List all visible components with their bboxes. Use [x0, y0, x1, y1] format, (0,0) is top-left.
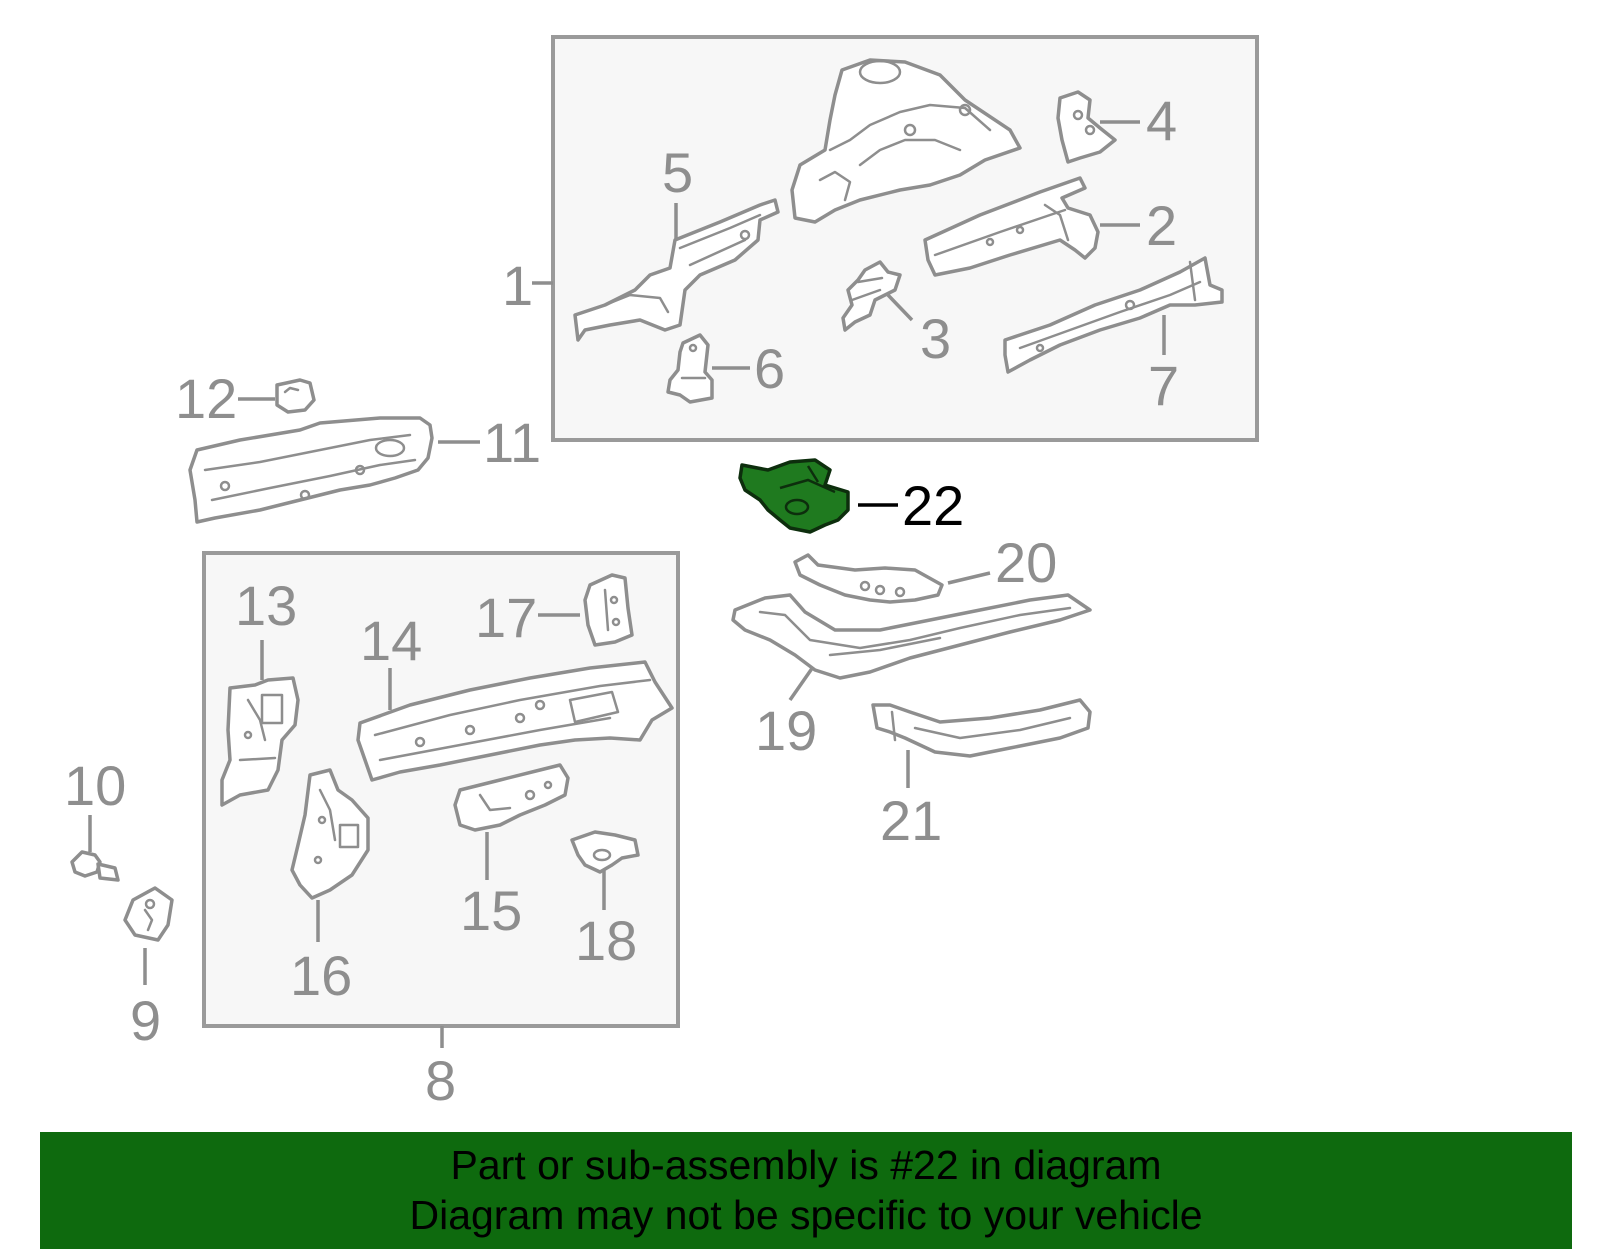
callout-22: 22 [902, 474, 964, 537]
part-7-lower-rail[interactable] [1003, 256, 1224, 374]
part-5-apron-member[interactable] [573, 198, 780, 342]
part-16-bracket[interactable] [290, 768, 370, 900]
callout-10: 10 [64, 754, 126, 817]
callout-11: 11 [483, 411, 541, 474]
callout-5: 5 [662, 141, 693, 204]
callout-8: 8 [425, 1049, 456, 1112]
part-22-highlighted[interactable] [738, 458, 850, 534]
part-12-pad[interactable] [275, 378, 316, 414]
banner-line-2: Diagram may not be specific to your vehi… [409, 1192, 1203, 1238]
callout-17: 17 [475, 586, 537, 649]
callout-20: 20 [995, 531, 1057, 594]
callout-12: 12 [175, 367, 237, 430]
callout-21: 21 [880, 789, 942, 852]
callout-15: 15 [460, 879, 522, 942]
callout-6: 6 [754, 337, 785, 400]
part-10-bolt[interactable] [70, 850, 120, 882]
part-17-bracket[interactable] [583, 573, 634, 647]
part-6-plate[interactable] [666, 333, 714, 404]
part-11-side-rail[interactable] [188, 416, 434, 524]
part-20-bracket[interactable] [793, 553, 944, 604]
part-21-member[interactable] [871, 698, 1092, 758]
callout-16: 16 [290, 944, 352, 1007]
part-2-upper-rail[interactable] [923, 176, 1100, 277]
part-19-floor-member[interactable] [731, 593, 1092, 680]
callout-19: 19 [755, 699, 817, 762]
banner-line-1: Part or sub-assembly is #22 in diagram [450, 1142, 1162, 1188]
part-18-bracket[interactable] [570, 830, 640, 874]
info-banner: Part or sub-assembly is #22 in diagram D… [40, 1132, 1572, 1249]
leader-3 [886, 293, 914, 322]
callout-18: 18 [575, 909, 637, 972]
callout-13: 13 [235, 574, 297, 637]
callout-4: 4 [1146, 89, 1177, 152]
parts-diagram: 1 2 3 4 5 6 7 8 9 10 11 12 13 14 15 16 1… [64, 35, 1259, 1112]
part-4-bracket[interactable] [1056, 90, 1117, 164]
callout-7: 7 [1148, 354, 1179, 417]
callout-2: 2 [1146, 194, 1177, 257]
callout-14: 14 [360, 609, 422, 672]
part-3-bracket[interactable] [841, 260, 902, 332]
leader-19 [788, 665, 815, 702]
part-13-plate[interactable] [220, 676, 300, 807]
part-9-plate[interactable] [123, 886, 174, 942]
part-15-bracket[interactable] [453, 763, 570, 832]
part-14-side-member[interactable] [356, 660, 674, 782]
part-apron-wheelhouse[interactable] [790, 58, 1022, 224]
leader-20 [947, 571, 991, 585]
callout-9: 9 [130, 989, 161, 1052]
callout-1: 1 [502, 254, 533, 317]
callout-3: 3 [920, 307, 951, 370]
